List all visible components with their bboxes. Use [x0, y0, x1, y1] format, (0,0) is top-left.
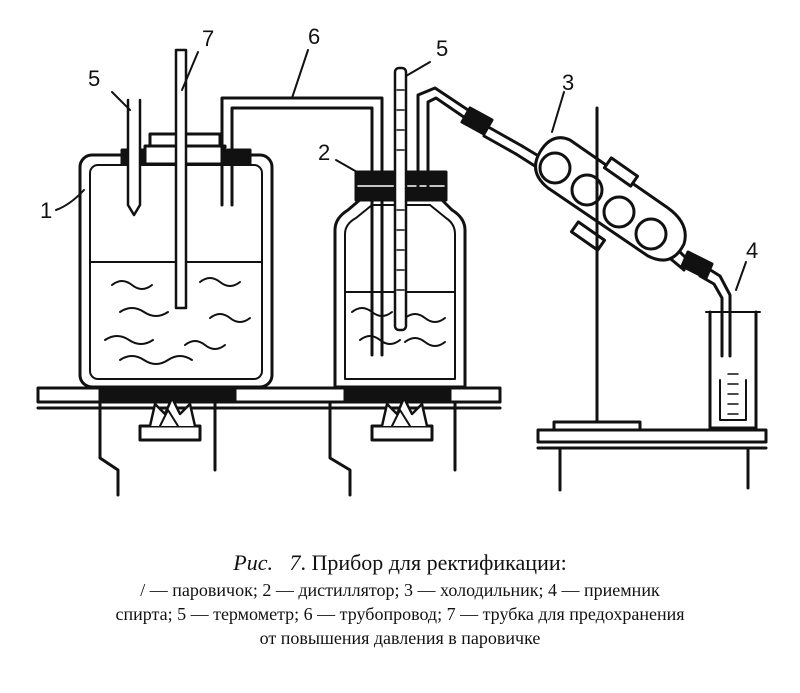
condenser	[482, 126, 732, 358]
label-3: 3	[562, 70, 574, 95]
label-2: 2	[318, 140, 330, 165]
caption-fig-number: 7	[289, 550, 301, 575]
distillation-apparatus-diagram: 1 5 7 6 2 5 3 4	[36, 24, 768, 497]
stand	[536, 106, 768, 492]
caption-legend-line-1: / — паровичок; 2 — дистиллятор; 3 — холо…	[140, 580, 660, 600]
figure-caption: Рис. 7. Прибор для ректификации: / — пар…	[0, 548, 800, 650]
label-4: 4	[746, 238, 758, 263]
label-5: 5	[436, 36, 448, 61]
burner-1	[138, 396, 202, 442]
pipeline	[220, 96, 384, 357]
caption-legend-line-3: от повышения давления в паровичке	[259, 628, 541, 648]
label-6: 6	[308, 24, 320, 49]
distiller-thermometer	[393, 66, 408, 332]
burner-2	[370, 396, 434, 442]
caption-legend-line-2: спирта; 5 — термометр; 6 — трубопровод; …	[115, 604, 685, 624]
caption-title: Рис. 7. Прибор для ректификации:	[0, 548, 800, 578]
vapor-outlet-tube	[416, 86, 494, 192]
receiver	[705, 310, 761, 430]
caption-fig-prefix: Рис.	[233, 550, 273, 575]
label-7: 7	[202, 26, 214, 51]
left-thermometer	[126, 98, 142, 217]
leader-lines	[55, 49, 747, 291]
caption-title-text: . Прибор для ректификации:	[300, 550, 567, 575]
safety-tube	[174, 48, 188, 310]
label-1: 1	[40, 198, 52, 223]
left-table	[36, 386, 502, 497]
label-5-left: 5	[88, 66, 100, 91]
